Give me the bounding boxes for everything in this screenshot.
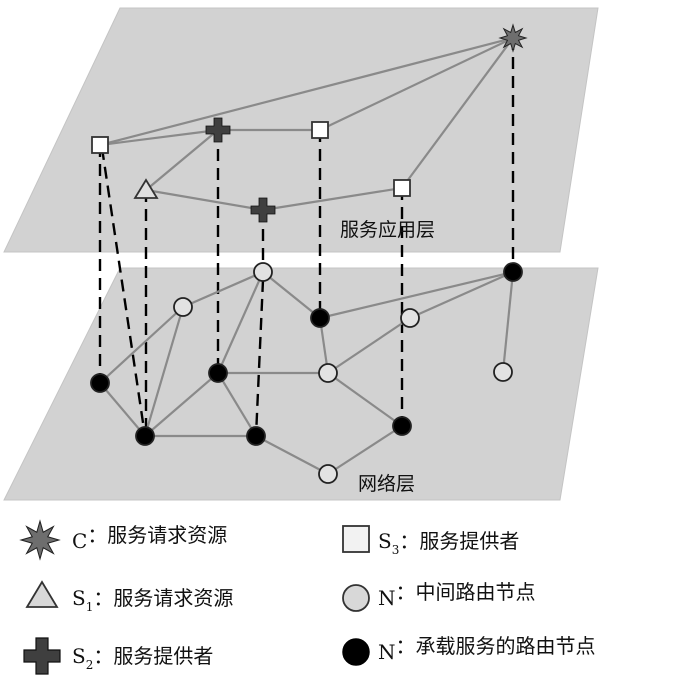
legend-filled-circle-icon xyxy=(342,638,370,666)
legend-entry: N：中间路由节点 xyxy=(378,580,536,610)
intermediate-route-node-icon xyxy=(400,308,420,328)
edge xyxy=(99,306,184,384)
legend-square-icon xyxy=(342,525,370,553)
edge xyxy=(182,270,264,309)
legend-entry: N：承载服务的路由节点 xyxy=(378,634,596,664)
service-layer-nodes xyxy=(91,23,528,223)
edge xyxy=(143,306,185,437)
service-layer-edges xyxy=(99,36,514,212)
edge xyxy=(216,271,265,374)
edge xyxy=(327,317,411,374)
network-layer-edges xyxy=(99,270,515,475)
legend-star-icon xyxy=(19,519,61,561)
edge xyxy=(501,271,515,373)
network-layer-nodes xyxy=(90,262,523,484)
bearing-route-node-icon xyxy=(208,363,228,383)
service-provider-square-icon xyxy=(311,121,329,139)
service-provider-cross-icon xyxy=(205,117,231,143)
edge xyxy=(262,186,403,212)
legend: C：服务请求资源 S3：服务提供者 S1：服务请求资源 N：中间路由节点 S2：… xyxy=(19,519,596,675)
service-layer-label: 服务应用层 xyxy=(340,219,435,241)
edge xyxy=(262,271,321,319)
edge xyxy=(401,37,514,189)
service-request-triangle-icon xyxy=(133,178,159,199)
bearing-route-node-icon xyxy=(135,426,155,446)
legend-entry: C：服务请求资源 xyxy=(72,523,227,553)
link-s3a-to-node-diagonal xyxy=(100,147,147,437)
link-s2b-to-node-lower xyxy=(254,279,265,437)
legend-entry: S2：服务提供者 xyxy=(72,644,213,672)
edge xyxy=(99,382,146,437)
legend-entry: S1：服务请求资源 xyxy=(72,586,233,614)
inter-layer-links xyxy=(98,38,515,437)
edge xyxy=(145,129,219,191)
network-layer-label: 网络层 xyxy=(358,473,415,495)
intermediate-route-node-icon xyxy=(493,362,513,382)
service-provider-cross-icon xyxy=(250,197,276,223)
intermediate-route-node-icon xyxy=(253,262,273,282)
edge xyxy=(217,372,257,437)
intermediate-route-node-icon xyxy=(173,297,193,317)
edge xyxy=(327,425,403,475)
edge xyxy=(144,372,219,437)
edge xyxy=(319,270,514,320)
edge xyxy=(327,372,403,427)
edge xyxy=(99,36,514,147)
service-provider-square-icon xyxy=(393,179,411,197)
edge xyxy=(145,188,264,212)
edge xyxy=(99,128,219,147)
legend-open-circle-icon xyxy=(342,584,370,612)
legend-entry: S3：服务提供者 xyxy=(378,529,519,557)
legend-triangle-icon xyxy=(25,580,59,608)
edge xyxy=(409,270,514,320)
bearing-route-node-icon xyxy=(392,416,412,436)
intermediate-route-node-icon xyxy=(318,464,338,484)
intermediate-route-node-icon xyxy=(318,363,338,383)
edge xyxy=(255,435,329,475)
bearing-route-node-icon xyxy=(246,426,266,446)
bearing-route-node-icon xyxy=(90,373,110,393)
service-request-star-icon xyxy=(498,23,528,53)
edge xyxy=(319,37,514,131)
service-provider-square-icon xyxy=(91,136,109,154)
bearing-route-node-icon xyxy=(310,308,330,328)
bearing-route-node-icon xyxy=(503,262,523,282)
legend-cross-icon xyxy=(23,637,61,675)
